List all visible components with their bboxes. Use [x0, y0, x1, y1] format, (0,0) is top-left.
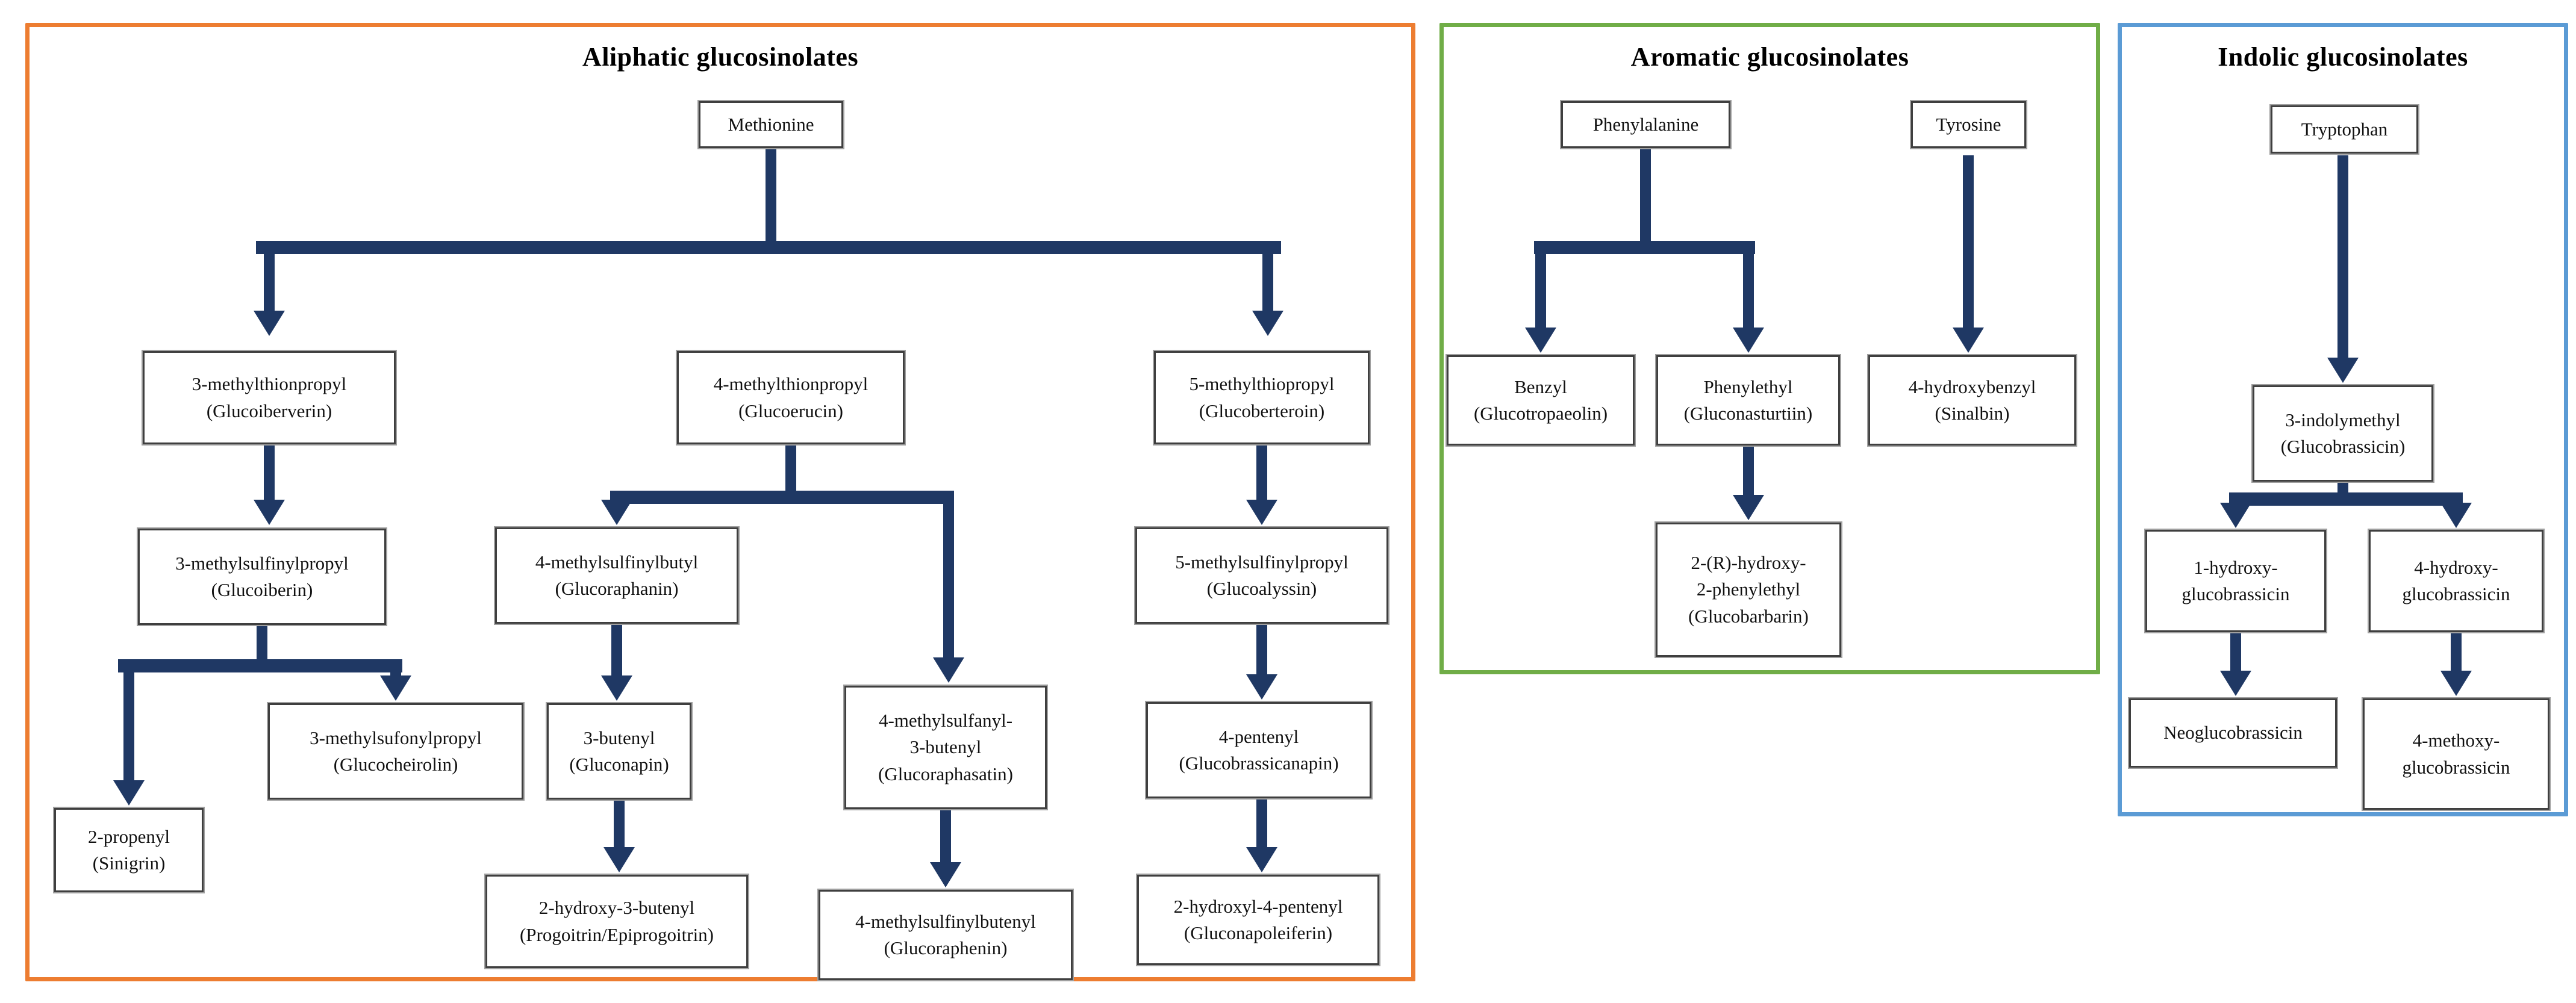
- node-label: 4-pentenyl: [1218, 725, 1299, 747]
- node-label: Methionine: [728, 113, 814, 135]
- node-glucobarbarin: 2-(R)-hydroxy- 2-phenylethyl (Glucobarbari…: [1654, 521, 1842, 658]
- node-glucobrassicanapin: 4-pentenyl (Glucobrassicanapin): [1145, 701, 1373, 800]
- node-label: (Glucoiberin): [211, 579, 313, 600]
- panel-title-indolic: Indolic glucosinolates: [2218, 42, 2468, 72]
- node-methoxy4-glucobrassicin: 4-methoxy-glucobrassicin: [2362, 697, 2551, 811]
- node-glucoiberin: 3-methylsulfinylpropyl (Glucoiberin): [137, 527, 387, 626]
- node-label: (Sinigrin): [92, 852, 166, 874]
- node-label: 3-indolymethyl: [2285, 409, 2401, 430]
- node-label: Tyrosine: [1936, 113, 2001, 135]
- node-label: 5-methylsulfinylpropyl: [1175, 551, 1349, 573]
- node-glucotropaeolin: Benzyl (Glucotropaeolin): [1445, 354, 1636, 447]
- node-glucoalyssin: 5-methylsulfinylpropyl (Glucoalyssin): [1134, 526, 1389, 625]
- node-label: 2-phenylethyl: [1696, 579, 1801, 600]
- node-label: (Gluconapoleiferin): [1184, 922, 1333, 943]
- node-label: (Gluconasturtiin): [1683, 403, 1813, 424]
- panel-aliphatic: Aliphatic glucosinolates: [25, 23, 1415, 981]
- node-label: 4-hydroxybenzyl: [1908, 376, 2036, 397]
- node-label: (Glucoberteroin): [1199, 400, 1325, 421]
- node-progoitrin: 2-hydroxy-3-butenyl (Progoitrin/Epiprogoi…: [484, 874, 749, 969]
- panel-title-aliphatic: Aliphatic glucosinolates: [582, 42, 859, 72]
- node-label: (Glucoraphanin): [555, 578, 679, 599]
- node-label: (Glucoalyssin): [1206, 578, 1317, 599]
- node-label: Phenylethyl: [1703, 376, 1793, 397]
- node-label: 4-hydroxy-: [2414, 556, 2498, 578]
- node-label: 2-propenyl: [87, 825, 170, 847]
- node-label: Neoglucobrassicin: [2163, 722, 2303, 744]
- node-glucoraphanin: 4-methylsulfinylbutyl (Glucoraphanin): [494, 526, 740, 625]
- node-hydroxy4-glucobrassicin: 4-hydroxy-glucobrassicin: [2368, 529, 2545, 633]
- node-glucoraphenin: 4-methylsulfinylbutenyl (Glucoraphenin): [817, 889, 1074, 981]
- node-label: 4-methylsulfinylbutyl: [535, 551, 699, 573]
- node-label: 4-methoxy-: [2412, 730, 2500, 751]
- node-label: (Glucobrassicanapin): [1179, 753, 1339, 774]
- node-gluconapoleiferin: 2-hydroxyl-4-pentenyl (Gluconapoleiferin): [1136, 874, 1380, 966]
- node-gluconasturtiin: Phenylethyl (Gluconasturtiin): [1655, 354, 1841, 447]
- node-label: (Glucoraphasatin): [878, 763, 1013, 784]
- node-glucoberteroin: 5-methylthiopropyl (Glucoberteroin): [1153, 350, 1371, 446]
- node-glucocheirolin: 3-methylsufonylpropyl (Glucocheirolin): [267, 702, 525, 801]
- node-label: (Progoitrin/Epiprogoitrin): [519, 924, 714, 945]
- node-sinigrin: 2-propenyl (Sinigrin): [53, 807, 205, 893]
- node-label: 4-methylsulfanyl-: [878, 710, 1013, 731]
- node-label: 2-hydroxy-3-butenyl: [538, 897, 695, 919]
- node-label: 3-methylsulfinylpropyl: [175, 552, 349, 574]
- node-label: 3-methylsufonylpropyl: [310, 727, 482, 748]
- node-glucoerucin: 4-methylthionpropyl (Glucoerucin): [676, 350, 906, 446]
- node-label: (Sinalbin): [1935, 403, 2010, 424]
- node-hydroxy1-glucobrassicin: 1-hydroxy-glucobrassicin: [2144, 529, 2327, 633]
- node-label: 4-methylsulfinylbutenyl: [855, 910, 1036, 932]
- node-glucoiberverin: 3-methylthionpropyl (Glucoiberverin): [142, 350, 397, 446]
- node-tyrosine: Tyrosine: [1910, 100, 2027, 149]
- node-label: 4-methylthionpropyl: [713, 373, 869, 395]
- panel-title-aromatic: Aromatic glucosinolates: [1630, 42, 1909, 72]
- node-gluconapin: 3-butenyl (Gluconapin): [546, 702, 693, 801]
- node-label: 5-methylthiopropyl: [1189, 373, 1335, 395]
- node-label: Benzyl: [1514, 376, 1567, 397]
- node-label: (Glucoerucin): [738, 400, 843, 421]
- node-sinalbin: 4-hydroxybenzyl (Sinalbin): [1867, 354, 2077, 447]
- node-label: 1-hydroxy-: [2194, 556, 2278, 578]
- node-methionine: Methionine: [697, 100, 844, 149]
- node-label: 2-(R)-hydroxy-: [1691, 552, 1806, 574]
- node-label: (Glucoiberverin): [206, 400, 332, 421]
- node-glucobrassicin: 3-indolymethyl (Glucobrassicin): [2251, 384, 2434, 483]
- node-label: glucobrassicin: [2181, 583, 2290, 604]
- node-label: 3-butenyl: [583, 727, 655, 748]
- node-label: (Glucoraphenin): [884, 937, 1008, 958]
- node-glucoraphasatin: 4-methylsulfanyl- 3-butenyl (Glucoraphasat…: [843, 685, 1048, 810]
- node-label: (Glucobarbarin): [1688, 605, 1809, 627]
- node-label: glucobrassicin: [2402, 583, 2510, 604]
- node-label: 3-methylthionpropyl: [192, 373, 347, 395]
- node-label: glucobrassicin: [2402, 756, 2510, 778]
- node-tryptophan: Tryptophan: [2269, 104, 2419, 155]
- node-label: (Glucocheirolin): [333, 754, 458, 775]
- node-label: 2-hydroxyl-4-pentenyl: [1173, 895, 1343, 917]
- node-label: (Glucotropaeolin): [1473, 403, 1608, 424]
- node-phenylalanine: Phenylalanine: [1560, 100, 1732, 149]
- node-label: (Glucobrassicin): [2280, 436, 2406, 457]
- node-label: (Gluconapin): [569, 754, 669, 775]
- node-neoglucobrassicin: Neoglucobrassicin: [2128, 697, 2338, 769]
- node-label: 3-butenyl: [909, 736, 982, 758]
- node-label: Phenylalanine: [1592, 113, 1699, 135]
- node-label: Tryptophan: [2301, 118, 2388, 140]
